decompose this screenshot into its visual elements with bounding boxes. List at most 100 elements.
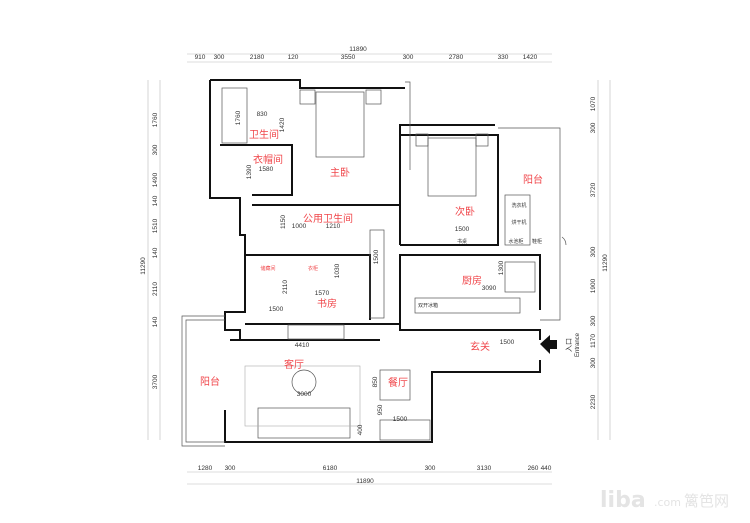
dim-bottom: 1280 (198, 465, 213, 472)
dim-left: 1760 (152, 112, 159, 127)
room-label-study: 书房 (317, 297, 337, 310)
dim-inner: 1300 (498, 260, 505, 275)
dim-top: 300 (403, 54, 414, 61)
dim-bottom: 6180 (323, 465, 338, 472)
watermark: liba .com 篱笆网 (600, 488, 729, 513)
dim-bottom: 300 (225, 465, 236, 472)
dim-left: 2110 (152, 282, 159, 296)
balconies (181, 81, 561, 447)
dim-inner: 950 (377, 404, 384, 415)
dim-right-total: 11290 (602, 254, 609, 272)
dim-inner: 1500 (373, 249, 380, 264)
fixture-desk: 书桌 (457, 238, 467, 245)
dim-inner: 850 (372, 376, 379, 387)
dim-top: 120 (288, 54, 299, 61)
room-label-dining-room: 餐厅 (388, 376, 408, 389)
dim-left: 140 (152, 316, 159, 327)
room-label-balcony-left: 阳台 (200, 375, 220, 388)
dim-inner: 1760 (235, 110, 242, 125)
dim-right: 300 (590, 315, 597, 326)
dim-right: 1070 (590, 96, 597, 111)
dim-left: 300 (152, 144, 159, 155)
dim-top: 1420 (523, 54, 538, 61)
dim-inner: 3000 (297, 391, 312, 398)
dim-inner: 1580 (259, 166, 274, 173)
room-label-second-bedroom: 次卧 (455, 205, 475, 218)
dim-inner: 1150 (280, 215, 287, 229)
master-bed (315, 91, 365, 158)
dim-right: 1900 (590, 278, 597, 293)
left-dims: 1760 300 1490 140 1510 140 2110 140 3700… (140, 112, 159, 389)
dim-left: 1510 (152, 218, 159, 233)
room-label-kitchen: 厨房 (462, 274, 482, 287)
fixture-sink-cabinet: 水池柜 (508, 238, 523, 245)
fixture-storage: 储藏间 (260, 265, 275, 272)
watermark-domain: .com (654, 496, 681, 509)
dim-inner: 1500 (455, 226, 470, 233)
dim-inner: 830 (257, 111, 268, 118)
dim-inner: 400 (357, 424, 364, 435)
dim-right: 3720 (590, 182, 597, 197)
inner-dims: 830 1760 1420 1580 1390 1150 1000 1210 1… (235, 110, 515, 435)
dim-top: 330 (498, 54, 509, 61)
furniture (221, 87, 536, 441)
dim-left: 140 (152, 195, 159, 206)
dim-right: 2230 (590, 394, 597, 409)
fixture-shoe-cabinet: 鞋柜 (532, 238, 542, 245)
dim-bottom: 300 (425, 465, 436, 472)
entrance-label-cn: 入口 (565, 338, 573, 352)
dim-inner: 2110 (282, 280, 289, 294)
dimension-lines (147, 53, 611, 485)
dim-inner: 1500 (500, 339, 515, 346)
dim-inner: 1500 (393, 416, 408, 423)
dim-right: 300 (590, 246, 597, 257)
walls (209, 79, 541, 443)
door-swing (561, 236, 567, 246)
room-label-public-bath: 公用卫生间 (303, 212, 353, 225)
dim-inner: 1390 (246, 164, 253, 179)
dim-left: 3700 (152, 374, 159, 389)
watermark-cn: 篱笆网 (684, 492, 729, 510)
dim-bottom-total: 11890 (356, 478, 374, 485)
second-bed (427, 137, 477, 197)
dim-right: 300 (590, 122, 597, 133)
dim-bottom: 440 (541, 465, 552, 472)
dim-right: 1170 (590, 334, 597, 348)
room-label-bath-master: 卫生间 (249, 128, 279, 141)
dim-inner: 1030 (334, 263, 341, 278)
sofa (257, 407, 351, 439)
fixture-washer: 洗衣机 (511, 202, 526, 209)
coffee-table (291, 369, 317, 395)
room-label-master-bedroom: 主卧 (330, 166, 350, 179)
dim-inner: 1420 (279, 117, 286, 132)
dim-inner: 3090 (482, 285, 497, 292)
entrance-arrow-icon (540, 335, 557, 354)
dim-inner: 1000 (292, 223, 307, 230)
dim-inner: 4410 (295, 342, 310, 349)
room-label-foyer: 玄关 (470, 340, 490, 353)
fixture-wardrobe: 衣柜 (308, 265, 318, 272)
dim-bottom: 260 (528, 465, 539, 472)
dim-left: 140 (152, 247, 159, 258)
dim-right: 300 (590, 357, 597, 368)
dim-inner: 1500 (269, 306, 284, 313)
watermark-logo: liba (600, 488, 646, 513)
dim-bottom: 3130 (477, 465, 492, 472)
room-label-living-room: 客厅 (284, 358, 304, 371)
dim-inner: 1210 (326, 223, 341, 230)
entrance-label-en: Entrance (575, 332, 581, 357)
dim-top: 2180 (250, 54, 265, 61)
dim-left-total: 11290 (140, 257, 147, 275)
dim-top: 300 (214, 54, 225, 61)
fixture-fridge: 双开冰箱 (418, 302, 438, 309)
dim-left: 1490 (152, 172, 159, 187)
dining-table (379, 369, 411, 401)
room-label-balcony-right: 阳台 (523, 173, 543, 186)
room-label-closet: 衣帽间 (253, 153, 283, 166)
dim-inner: 1570 (315, 290, 330, 297)
dim-top-total: 11890 (349, 46, 367, 53)
dim-top: 3550 (341, 54, 356, 61)
dim-top: 910 (195, 54, 206, 61)
dim-top: 2780 (449, 54, 464, 61)
